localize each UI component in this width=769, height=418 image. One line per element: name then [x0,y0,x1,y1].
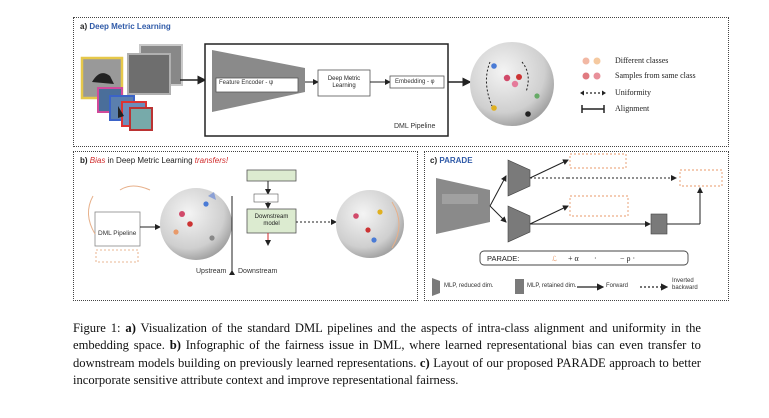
embedding-sphere-b2 [336,190,404,258]
panel-b-title: b) Bias in Deep Metric Learning transfer… [80,156,228,165]
dml-box-label: Deep Metric Learning [327,76,361,89]
svg-text:·: · [594,254,597,263]
caption-b-text: Infographic of the fairness issue in DML… [73,338,701,370]
parade-encoder [436,178,490,234]
legend-uniformity: Uniformity [615,88,651,97]
downstream-label: Downstream [238,268,278,275]
feature-encoder-label: Feature Encoder - ψ [219,80,274,86]
panel-b-title-mid: in Deep Metric Learning [107,156,193,165]
panel-c-prefix: c) [430,156,438,165]
dml-pipeline-small-label: DML Pipeline [98,230,137,237]
panel-a-title-text: Deep Metric Learning [89,22,171,31]
panel-a-title: a) Deep Metric Learning [80,22,171,31]
downstream-model-box [246,208,297,234]
embedding-label: Embedding - φ [395,79,435,85]
svg-text:+ α: + α [568,254,580,263]
downstream-model-label: Downstream model [254,214,289,227]
image-stack [80,44,183,131]
parade-formula-box [479,250,689,266]
panel-b-bias: Bias [89,156,106,165]
legend-forward: Forward [606,283,629,289]
mlp-reduced-bottom [507,205,531,243]
caption-b-label: b) [169,338,181,353]
panel-b [73,151,418,301]
legend-alignment: Alignment [615,104,650,113]
dml-pipeline-label: DML Pipeline [394,123,436,130]
panel-c [424,151,729,301]
embedding-sphere-b1 [160,188,232,260]
panel-a-prefix: a) [80,22,88,31]
panel-c-title: c) PARADE [430,156,473,165]
panel-b-prefix: b) [80,156,88,165]
figure-caption: Figure 1: a) Visualization of the standa… [73,320,701,389]
caption-a-text: Visualization of the standard DML pipeli… [73,321,701,353]
legend-same-class: Samples from same class [615,71,696,80]
caption-a-label: a) [125,321,136,335]
mlp-reduced-top [507,159,531,197]
parade-formula-label: PARADE: [487,254,520,263]
panel-c-title-text: PARADE [439,156,473,165]
legend-mlp-reduced: MLP, reduced dim. [444,283,494,289]
svg-text:− ρ ·: − ρ · [620,254,635,263]
legend-mlp-retained: MLP, retained dim. [527,283,577,289]
caption-c-label: c) [419,355,430,370]
upstream-label: Upstream [196,268,227,275]
caption-fig-label: Figure 1: [73,321,121,335]
svg-text:ℒ: ℒ [552,255,557,263]
panel-a [73,17,729,147]
panel-b-transfers: transfers! [194,156,229,165]
legend-different-classes: Different classes [615,56,669,65]
legend-inverted-backward: Inverted backward [672,278,698,291]
caption-c-text: Layout of our proposed PARADE approach t… [73,355,701,387]
